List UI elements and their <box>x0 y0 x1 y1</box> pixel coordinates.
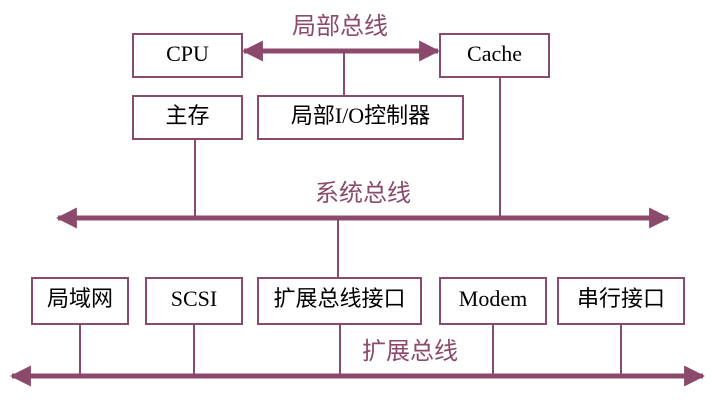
cpu-box: CPU <box>132 33 243 78</box>
expansion-bus-interface-label: 扩展总线接口 <box>273 286 405 311</box>
cache-label: Cache <box>467 41 522 66</box>
cpu-label: CPU <box>166 41 209 66</box>
local-io-controller-box: 局部I/O控制器 <box>257 95 464 140</box>
serial-interface-label: 串行接口 <box>577 286 665 311</box>
expansion-bus-label: 扩展总线 <box>362 337 458 365</box>
modem-label: Modem <box>459 286 527 311</box>
local-bus-label: 局部总线 <box>292 12 388 40</box>
main-memory-label: 主存 <box>165 103 209 128</box>
modem-box: Modem <box>439 277 547 325</box>
scsi-box: SCSI <box>145 277 243 325</box>
lan-box: 局域网 <box>31 277 129 325</box>
main-memory-box: 主存 <box>132 95 243 140</box>
system-bus-label: 系统总线 <box>315 179 411 207</box>
expansion-bus-interface-box: 扩展总线接口 <box>257 277 422 325</box>
scsi-label: SCSI <box>171 286 217 311</box>
cache-box: Cache <box>439 33 550 78</box>
local-io-controller-label: 局部I/O控制器 <box>291 103 430 128</box>
serial-interface-box: 串行接口 <box>557 277 685 325</box>
lan-label: 局域网 <box>47 286 113 311</box>
